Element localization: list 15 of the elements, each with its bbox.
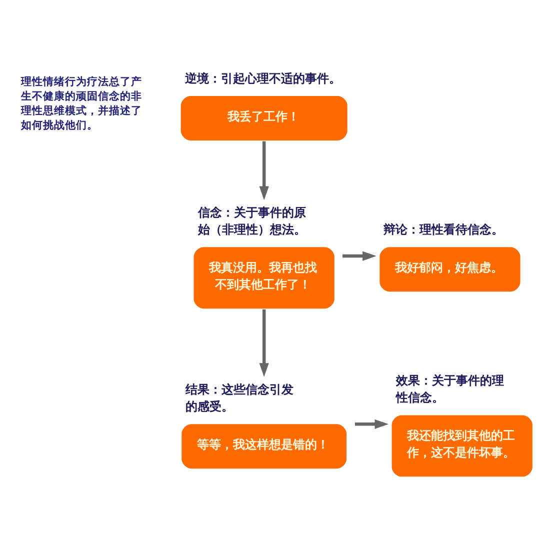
node-label: 逆境：引起心理不适的事件。 — [184, 71, 341, 86]
label: 理性情绪行为疗法总了产生不健康的顽固信念的非理性思维模式，并描述了如何挑战他们。 — [20, 76, 142, 132]
node-box: 我好郁闷，好焦虑。 — [380, 247, 520, 292]
node-box: 我还能找到其他的工作，这不是件坏事。 — [392, 415, 532, 477]
arrow — [342, 251, 376, 261]
node-label: 效果：关于事件的理性信念。 — [396, 374, 504, 405]
arrow — [259, 309, 269, 377]
node-label: 结果：这些信念引发的感受。 — [186, 382, 294, 414]
node-label: 辩论：理性看待信念。 — [384, 222, 504, 236]
node-box: 我丢了工作！ — [180, 96, 348, 140]
node-box: 我真没用。我再也找不到其他工作了！ — [194, 247, 334, 309]
arrow — [259, 141, 269, 200]
arrow — [354, 419, 389, 429]
node-label: 信念：关于事件的原始（非理性）想法。 — [198, 205, 306, 236]
node-box: 等等，我这样想是错的！ — [182, 424, 347, 469]
